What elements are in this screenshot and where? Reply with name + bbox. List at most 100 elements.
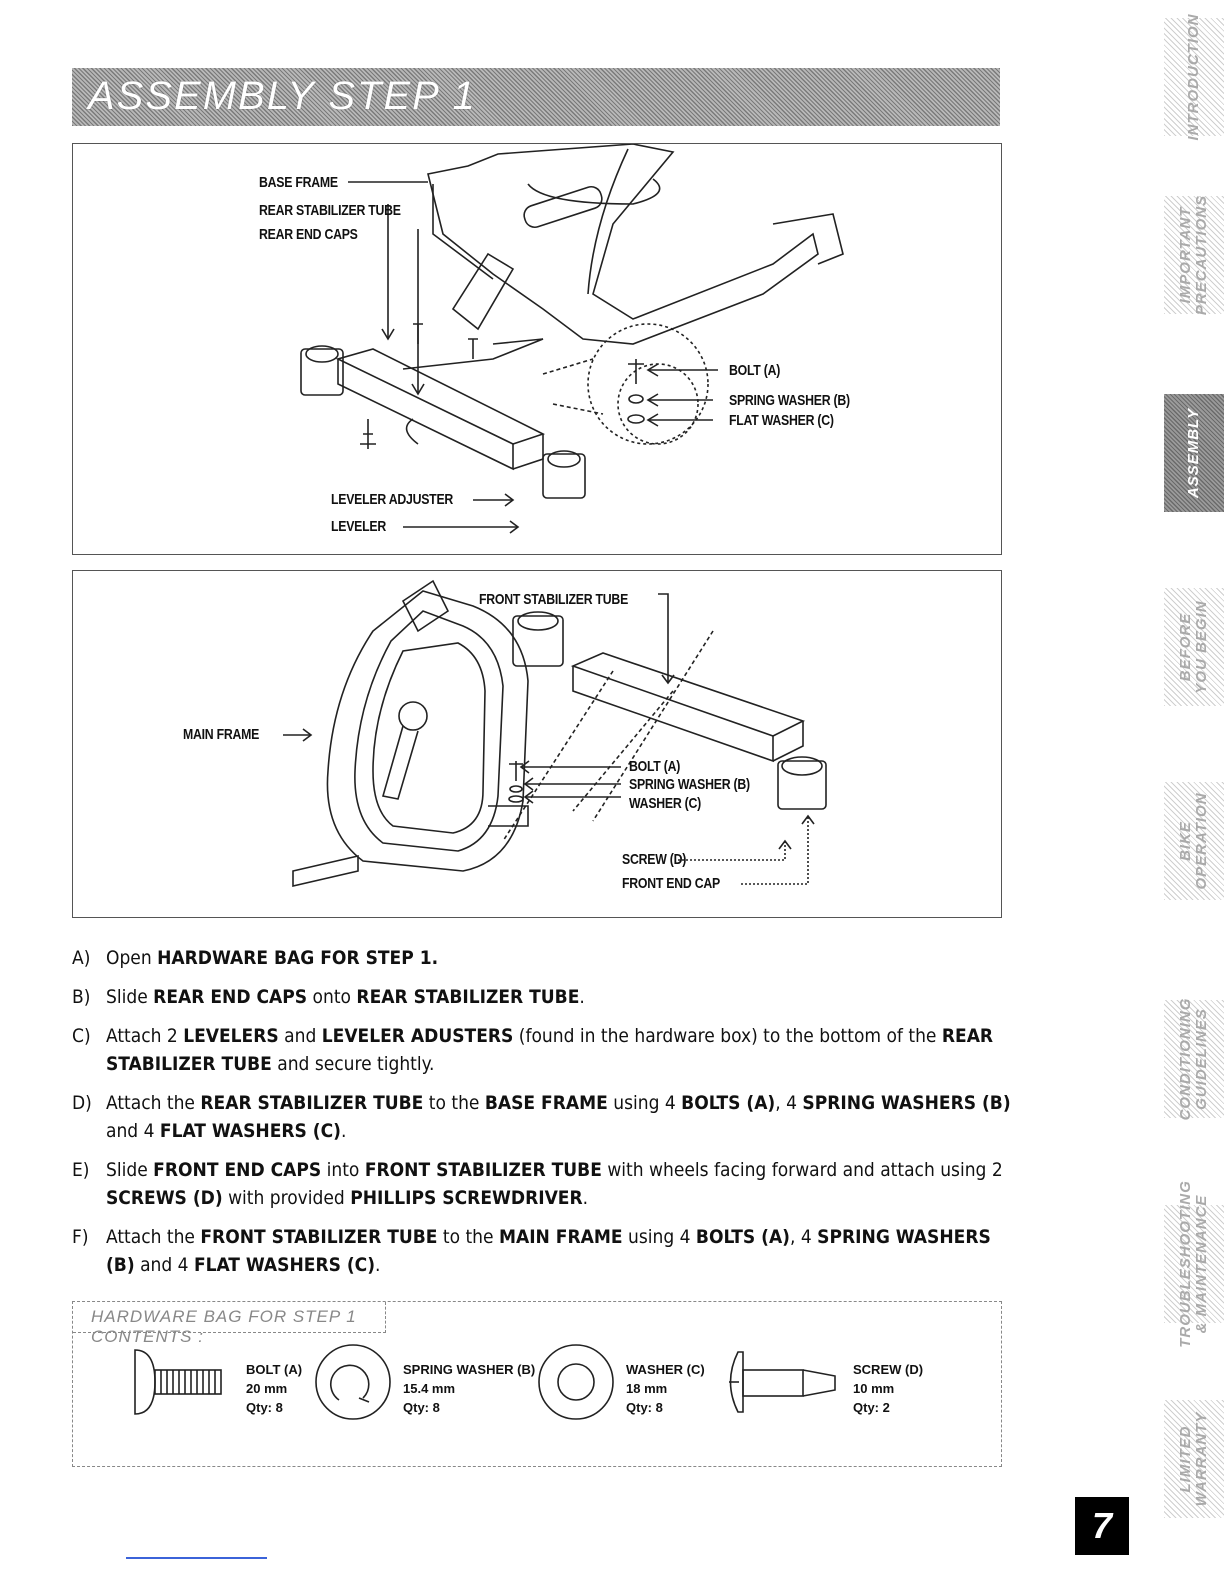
side-tab-label: ASSEMBLY bbox=[1185, 407, 1202, 499]
hardware-qty-bolt: Qty: 8 bbox=[246, 1400, 283, 1415]
side-tab-limited-warranty[interactable]: LIMITED WARRANTY bbox=[1164, 1400, 1224, 1518]
step-text: , 4 bbox=[790, 1226, 818, 1248]
side-tab-assembly[interactable]: ASSEMBLY bbox=[1164, 394, 1224, 512]
hardware-qty-spring-washer: Qty: 8 bbox=[403, 1400, 440, 1415]
step-part-name: FRONT STABILIZER TUBE bbox=[200, 1226, 438, 1248]
label-bolt-a: BOLT (A) bbox=[729, 362, 781, 379]
hardware-name-spring-washer: SPRING WASHER (B) bbox=[403, 1362, 536, 1377]
assembly-step: F) Attach the FRONT STABILIZER TUBE to th… bbox=[72, 1223, 1012, 1279]
washer-icon bbox=[538, 1344, 614, 1420]
hardware-name-bolt: BOLT (A) bbox=[246, 1362, 303, 1377]
hardware-item-washer: WASHER (C) 18 mm Qty: 8 bbox=[626, 1360, 705, 1417]
side-tab-conditioning-guidelines[interactable]: CONDITIONING GUIDELINES bbox=[1164, 997, 1224, 1121]
hardware-name-washer: WASHER (C) bbox=[626, 1362, 705, 1377]
side-tab-label: TROUBLESHOOTING & MAINTENANCE bbox=[1177, 1180, 1210, 1348]
page-number: 7 bbox=[1075, 1497, 1129, 1555]
label-rear-stabilizer-tube: REAR STABILIZER TUBE bbox=[259, 202, 401, 219]
step-text: Slide bbox=[106, 986, 154, 1008]
label-leveler: LEVELER bbox=[331, 518, 387, 535]
step-text: to the bbox=[437, 1226, 499, 1248]
hardware-qty-screw: Qty: 2 bbox=[853, 1400, 890, 1415]
step-text: Attach 2 bbox=[106, 1025, 184, 1047]
step-text: into bbox=[321, 1159, 365, 1181]
side-tab-label: CONDITIONING GUIDELINES bbox=[1177, 997, 1210, 1121]
step-part-name: SPRING WASHERS (B) bbox=[802, 1092, 1011, 1114]
step-text: with wheels facing forward and attach us… bbox=[601, 1159, 1003, 1181]
step-part-name: REAR STABILIZER TUBE bbox=[106, 1025, 994, 1075]
rear-assembly-illustration bbox=[300, 144, 844, 534]
step-text: and secure tightly. bbox=[271, 1053, 435, 1075]
step-text: . bbox=[582, 1187, 589, 1209]
bolt-icon bbox=[134, 1349, 222, 1415]
assembly-step: C)Attach 2 LEVELERS and LEVELER ADUSTERS… bbox=[72, 1022, 1012, 1078]
step-letter: E) bbox=[72, 1159, 90, 1181]
front-assembly-illustration bbox=[283, 579, 827, 888]
step-part-name: FRONT STABILIZER TUBE bbox=[364, 1159, 602, 1181]
step-text: and bbox=[278, 1025, 322, 1047]
step-text: . bbox=[375, 1254, 381, 1276]
step-text: and 4 bbox=[134, 1254, 194, 1276]
hardware-size-washer: 18 mm bbox=[626, 1381, 668, 1396]
step-part-name: FLAT WASHERS (C) bbox=[193, 1254, 376, 1276]
step-text: with provided bbox=[222, 1187, 351, 1209]
hardware-title-box: HARDWARE BAG FOR STEP 1 CONTENTS : bbox=[73, 1302, 386, 1346]
step-text: Attach the bbox=[106, 1226, 201, 1248]
step-letter: C) bbox=[72, 1025, 91, 1047]
label-base-frame: BASE FRAME bbox=[259, 174, 338, 191]
step-part-name: REAR STABILIZER TUBE bbox=[356, 986, 580, 1008]
step-text: using 4 bbox=[622, 1226, 696, 1248]
hardware-bag-contents: HARDWARE BAG FOR STEP 1 CONTENTS : bbox=[72, 1301, 1002, 1467]
step-part-name: LEVELERS bbox=[183, 1025, 279, 1047]
section-banner: ASSEMBLY STEP 1 bbox=[72, 68, 1000, 126]
step-part-name: PHILLIPS SCREWDRIVER bbox=[350, 1187, 583, 1209]
hardware-item-screw: SCREW (D) 10 mm Qty: 2 bbox=[853, 1360, 923, 1417]
step-text: . bbox=[340, 1120, 347, 1142]
step-text: (found in the hardware box) to the botto… bbox=[513, 1025, 942, 1047]
assembly-step: E) Slide FRONT END CAPS into FRONT STABIL… bbox=[72, 1156, 1012, 1212]
label-flat-washer-c: FLAT WASHER (C) bbox=[729, 412, 834, 429]
assembly-step: A)Open HARDWARE BAG FOR STEP 1. bbox=[72, 944, 1012, 972]
step-part-name: BASE FRAME bbox=[484, 1092, 608, 1114]
hardware-size-bolt: 20 mm bbox=[246, 1381, 288, 1396]
step-part-name: MAIN FRAME bbox=[498, 1226, 623, 1248]
step-text: and 4 bbox=[106, 1120, 160, 1142]
step-text: onto bbox=[307, 986, 357, 1008]
side-tab-bike-operation[interactable]: BIKE OPERATION bbox=[1164, 782, 1224, 900]
side-tab-label: LIMITED WARRANTY bbox=[1177, 1411, 1210, 1507]
step-letter: D) bbox=[72, 1092, 92, 1114]
step-text: Attach the bbox=[106, 1092, 201, 1114]
assembly-step: D)Attach the REAR STABILIZER TUBE to the… bbox=[72, 1089, 1012, 1145]
step-part-name: BOLTS (A) bbox=[681, 1092, 776, 1114]
step-text: Slide bbox=[106, 1159, 154, 1181]
label-front-stabilizer-tube: FRONT STABILIZER TUBE bbox=[479, 591, 629, 608]
label-leveler-adjuster: LEVELER ADJUSTER bbox=[331, 491, 454, 508]
hardware-illustrations bbox=[134, 1344, 836, 1420]
screw-icon bbox=[729, 1351, 836, 1413]
side-tab-important-precautions[interactable]: IMPORTANT PRECAUTIONS bbox=[1164, 194, 1224, 316]
side-tab-label: IMPORTANT PRECAUTIONS bbox=[1177, 194, 1210, 316]
step-part-name: FLAT WASHERS (C) bbox=[159, 1120, 341, 1142]
label-spring-washer-b-front: SPRING WASHER (B) bbox=[629, 776, 750, 793]
step-text: . bbox=[579, 986, 585, 1008]
front-assembly-diagram: FRONT STABILIZER TUBE MAIN FRAME BOLT (A… bbox=[72, 570, 1002, 918]
side-tab-label: BIKE OPERATION bbox=[1177, 792, 1210, 890]
step-letter: A) bbox=[72, 947, 91, 969]
assembly-step: B) Slide REAR END CAPS onto REAR STABILIZ… bbox=[72, 983, 1012, 1011]
step-part-name: FRONT END CAPS bbox=[153, 1159, 322, 1181]
hardware-size-spring-washer: 15.4 mm bbox=[403, 1381, 456, 1396]
label-front-end-cap: FRONT END CAP bbox=[622, 875, 720, 892]
step-part-name: REAR END CAPS bbox=[153, 986, 308, 1008]
side-tab-introduction[interactable]: INTRODUCTION bbox=[1164, 14, 1224, 141]
step-letter: B) bbox=[72, 986, 91, 1008]
step-text: to the bbox=[423, 1092, 485, 1114]
hardware-name-screw: SCREW (D) bbox=[853, 1362, 924, 1377]
hardware-title: HARDWARE BAG FOR STEP 1 CONTENTS : bbox=[91, 1307, 357, 1346]
side-tab-troubleshooting-maintenance[interactable]: TROUBLESHOOTING & MAINTENANCE bbox=[1164, 1180, 1224, 1348]
side-tab-label: INTRODUCTION bbox=[1185, 13, 1202, 141]
label-spring-washer-b: SPRING WASHER (B) bbox=[729, 392, 850, 409]
step-letter: F) bbox=[72, 1226, 89, 1248]
step-text: , 4 bbox=[775, 1092, 803, 1114]
label-rear-end-caps: REAR END CAPS bbox=[259, 226, 358, 243]
label-screw-d: SCREW (D) bbox=[622, 851, 687, 868]
side-tab-before-you-begin[interactable]: BEFORE YOU BEGIN bbox=[1164, 588, 1224, 706]
